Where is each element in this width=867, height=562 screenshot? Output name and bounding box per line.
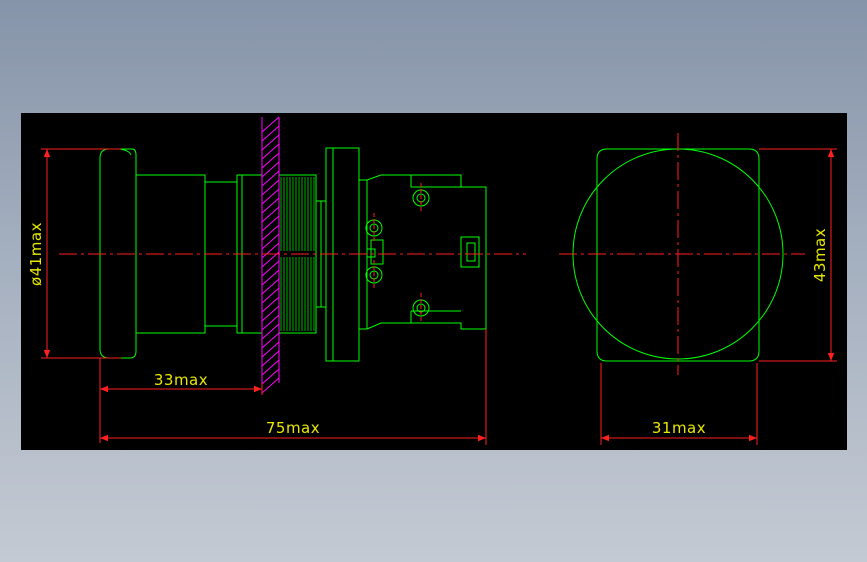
panel-hatch-line xyxy=(261,278,280,295)
panel-hatch-line xyxy=(261,359,280,376)
panel-hatch-line xyxy=(261,305,280,322)
panel-hatch-line xyxy=(261,323,280,340)
connector-slot xyxy=(460,236,480,268)
panel-hatch-line xyxy=(261,224,280,241)
height-label: 43max xyxy=(811,228,829,282)
panel-hatch-line xyxy=(261,242,280,259)
panel-hatch-line xyxy=(261,170,280,187)
technical-drawing: ø41max 33max 75max 43max 31max xyxy=(27,116,837,445)
cad-viewport[interactable]: ø41max 33max 75max 43max 31max xyxy=(21,113,847,450)
panel-hatch-line xyxy=(261,215,280,232)
panel-hatch-line xyxy=(261,152,280,169)
dimensions xyxy=(41,148,837,445)
center-lines xyxy=(59,133,805,375)
diameter-label: ø41max xyxy=(27,222,45,286)
contact-block xyxy=(359,174,487,330)
panel-hatch-line xyxy=(261,350,280,367)
panel-section xyxy=(261,116,280,394)
panel-hatch-line xyxy=(261,197,280,214)
panel-hatch-line xyxy=(261,260,280,277)
panel-hatch-line xyxy=(261,134,280,151)
panel-hatch-line xyxy=(261,287,280,304)
panel-hatch-line xyxy=(261,143,280,160)
panel-hatch-line xyxy=(261,233,280,250)
panel-hatch-line xyxy=(261,206,280,223)
panel-hatch-line xyxy=(261,125,280,142)
panel-hatch-line xyxy=(261,296,280,313)
depth-label: 33max xyxy=(154,371,208,389)
panel-hatch-line xyxy=(261,161,280,178)
panel-hatch-line xyxy=(261,341,280,358)
length-label: 75max xyxy=(266,419,320,437)
panel-hatch-line xyxy=(261,377,280,394)
panel-hatch-line xyxy=(261,314,280,331)
panel-hatch-line xyxy=(261,269,280,286)
panel-hatch-line xyxy=(261,179,280,196)
panel-hatch-line xyxy=(261,188,280,205)
panel-hatch-line xyxy=(261,332,280,349)
thread-hatch xyxy=(280,177,315,331)
square-body xyxy=(596,148,760,362)
panel-hatch-line xyxy=(261,116,280,133)
panel-hatch-line xyxy=(261,368,280,385)
width-label: 31max xyxy=(652,419,706,437)
